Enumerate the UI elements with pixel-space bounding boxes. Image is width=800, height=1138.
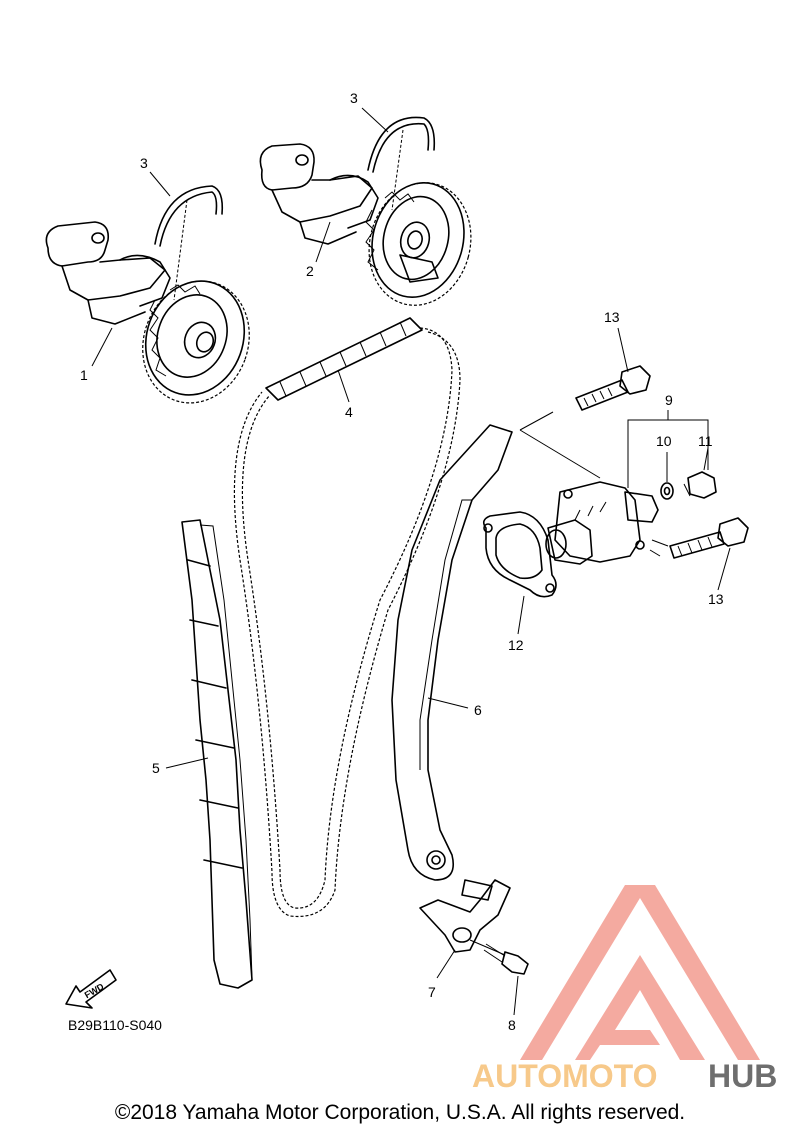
circlip-3b (367, 116, 436, 211)
callout-6: 6 (474, 702, 482, 718)
chain-guide-5 (181, 519, 253, 989)
watermark-word-1: AUTOMOTO (472, 1058, 657, 1094)
camshaft-1 (45, 221, 250, 404)
callout-10: 10 (656, 433, 672, 449)
tensioner-guide-6 (391, 424, 513, 881)
tensioner-assembly-9 (545, 481, 659, 565)
plate-7 (419, 879, 511, 953)
callout-12: 12 (508, 637, 524, 653)
callout-7: 7 (428, 984, 436, 1000)
watermark-triangle (520, 885, 760, 1060)
callout-5: 5 (152, 760, 160, 776)
washer-10 (660, 482, 674, 500)
bolt-13a (575, 365, 651, 411)
callout-13b: 13 (708, 591, 724, 607)
callout-1: 1 (80, 367, 88, 383)
fwd-label: FWD (83, 981, 106, 1000)
copyright-notice: ©2018 Yamaha Motor Corporation, U.S.A. A… (114, 1101, 686, 1124)
watermark-logo: AUTOMOTO HUB (472, 885, 777, 1094)
callout-11: 11 (698, 433, 713, 449)
leader-lines (91, 107, 731, 1016)
callout-9: 9 (665, 392, 673, 408)
assembly-lines (519, 410, 709, 557)
circlip-3a (154, 185, 224, 301)
watermark-inner-g (575, 955, 705, 1060)
diagram-code: B29B110-S040 (68, 1017, 162, 1033)
callout-4: 4 (345, 404, 353, 420)
timing-chain-4 (233, 317, 461, 918)
bolt-8 (469, 939, 529, 975)
callout-3b: 3 (350, 90, 358, 106)
callout-3a: 3 (140, 155, 148, 171)
bolt-11 (683, 471, 717, 499)
bolt-13b (669, 517, 749, 559)
callout-labels: 1 2 3 3 4 5 6 7 8 9 10 11 12 13 13 (80, 90, 724, 1033)
callout-2: 2 (306, 263, 314, 279)
camshaft-2 (259, 143, 472, 306)
fwd-arrow-icon: FWD (65, 969, 117, 1009)
watermark-word-2: HUB (708, 1058, 777, 1094)
gasket-12 (482, 511, 557, 598)
callout-13a: 13 (604, 309, 620, 325)
callout-8: 8 (508, 1017, 516, 1033)
